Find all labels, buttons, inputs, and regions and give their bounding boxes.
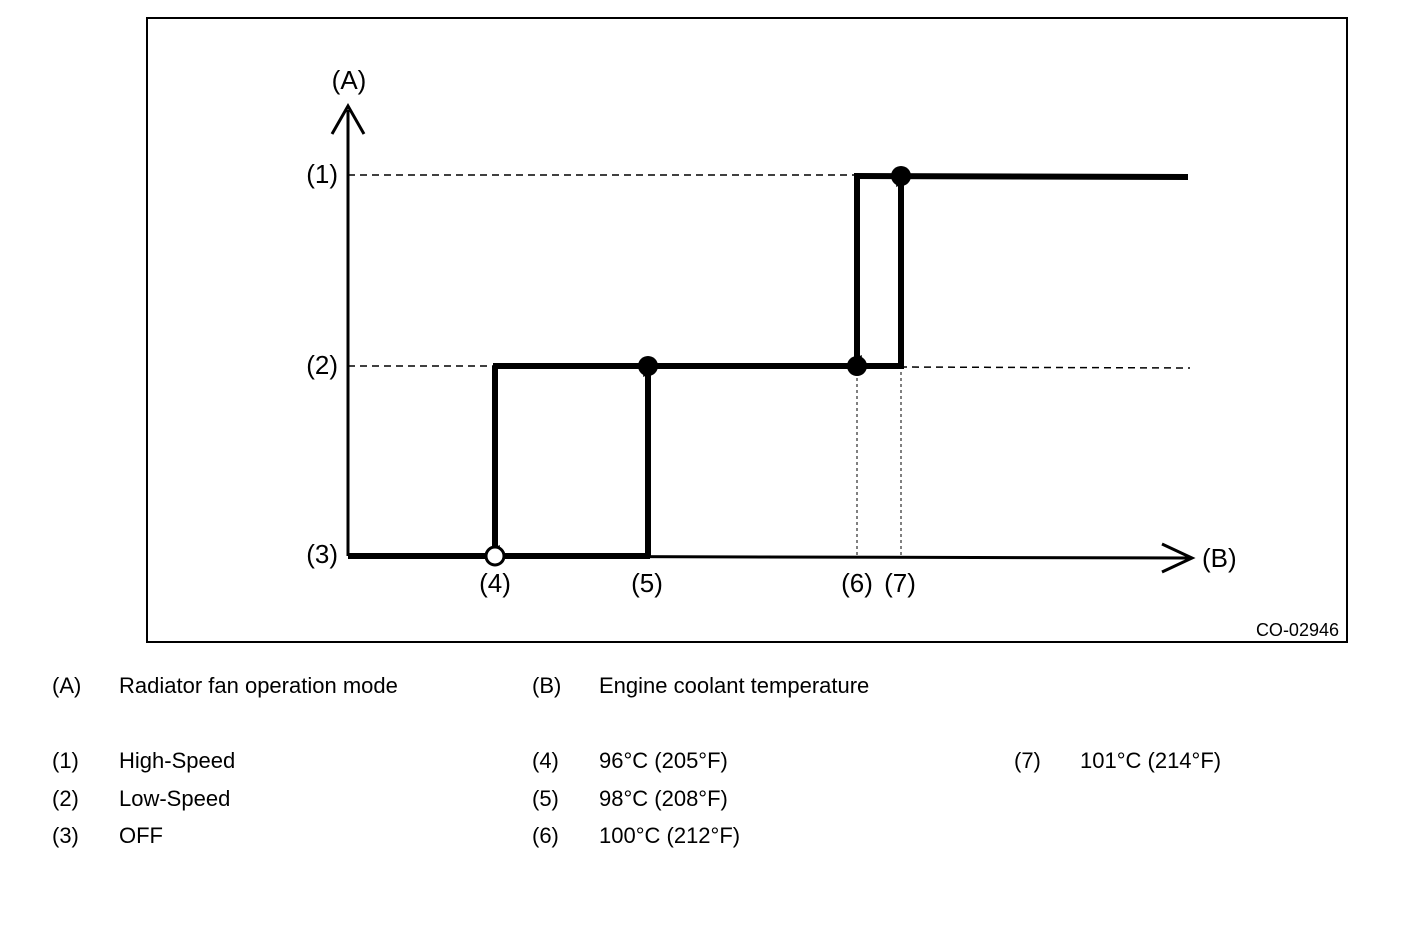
legend-text-a: Radiator fan operation mode <box>119 673 398 698</box>
legend-text-b: Engine coolant temperature <box>599 673 870 698</box>
legend-text-7: 101°C (214°F) <box>1080 748 1222 773</box>
legend-text-2: Low-Speed <box>119 786 231 811</box>
point-4-open <box>484 545 506 567</box>
point-7 <box>891 166 911 186</box>
legend-text-3: OFF <box>119 823 163 848</box>
figure-code: CO-02946 <box>1256 620 1339 640</box>
point-5 <box>638 356 658 376</box>
temp-label-6: (6) <box>841 568 873 598</box>
legend-key-b: (B) <box>532 673 562 698</box>
low-speed-dashed-line-right <box>899 366 1191 369</box>
legend-key-a: (A) <box>52 673 82 698</box>
mode-label-3: (3) <box>306 539 338 569</box>
mode-label-2: (2) <box>306 350 338 380</box>
temp-label-7: (7) <box>884 568 916 598</box>
legend-text-6: 100°C (212°F) <box>599 823 741 848</box>
legend-key-2: (2) <box>52 786 79 811</box>
legend-text-4: 96°C (205°F) <box>599 748 728 773</box>
mode-label-1: (1) <box>306 159 338 189</box>
legend-key-6: (6) <box>532 823 559 848</box>
legend-text-5: 98°C (208°F) <box>599 786 728 811</box>
y-axis-arrowhead <box>330 102 366 135</box>
point-6 <box>847 356 867 376</box>
x-axis-label: (B) <box>1202 543 1237 573</box>
x-axis-arrowhead <box>1161 542 1196 574</box>
legend-key-5: (5) <box>532 786 559 811</box>
legend-text-1: High-Speed <box>119 748 236 773</box>
legend-key-1: (1) <box>52 748 79 773</box>
temp-label-5: (5) <box>631 568 663 598</box>
diagram-frame <box>146 17 1348 643</box>
legend-key-3: (3) <box>52 823 79 848</box>
legend-key-4: (4) <box>532 748 559 773</box>
temp-label-4: (4) <box>479 568 511 598</box>
y-axis-label: (A) <box>332 65 367 95</box>
legend-key-7: (7) <box>1014 748 1041 773</box>
